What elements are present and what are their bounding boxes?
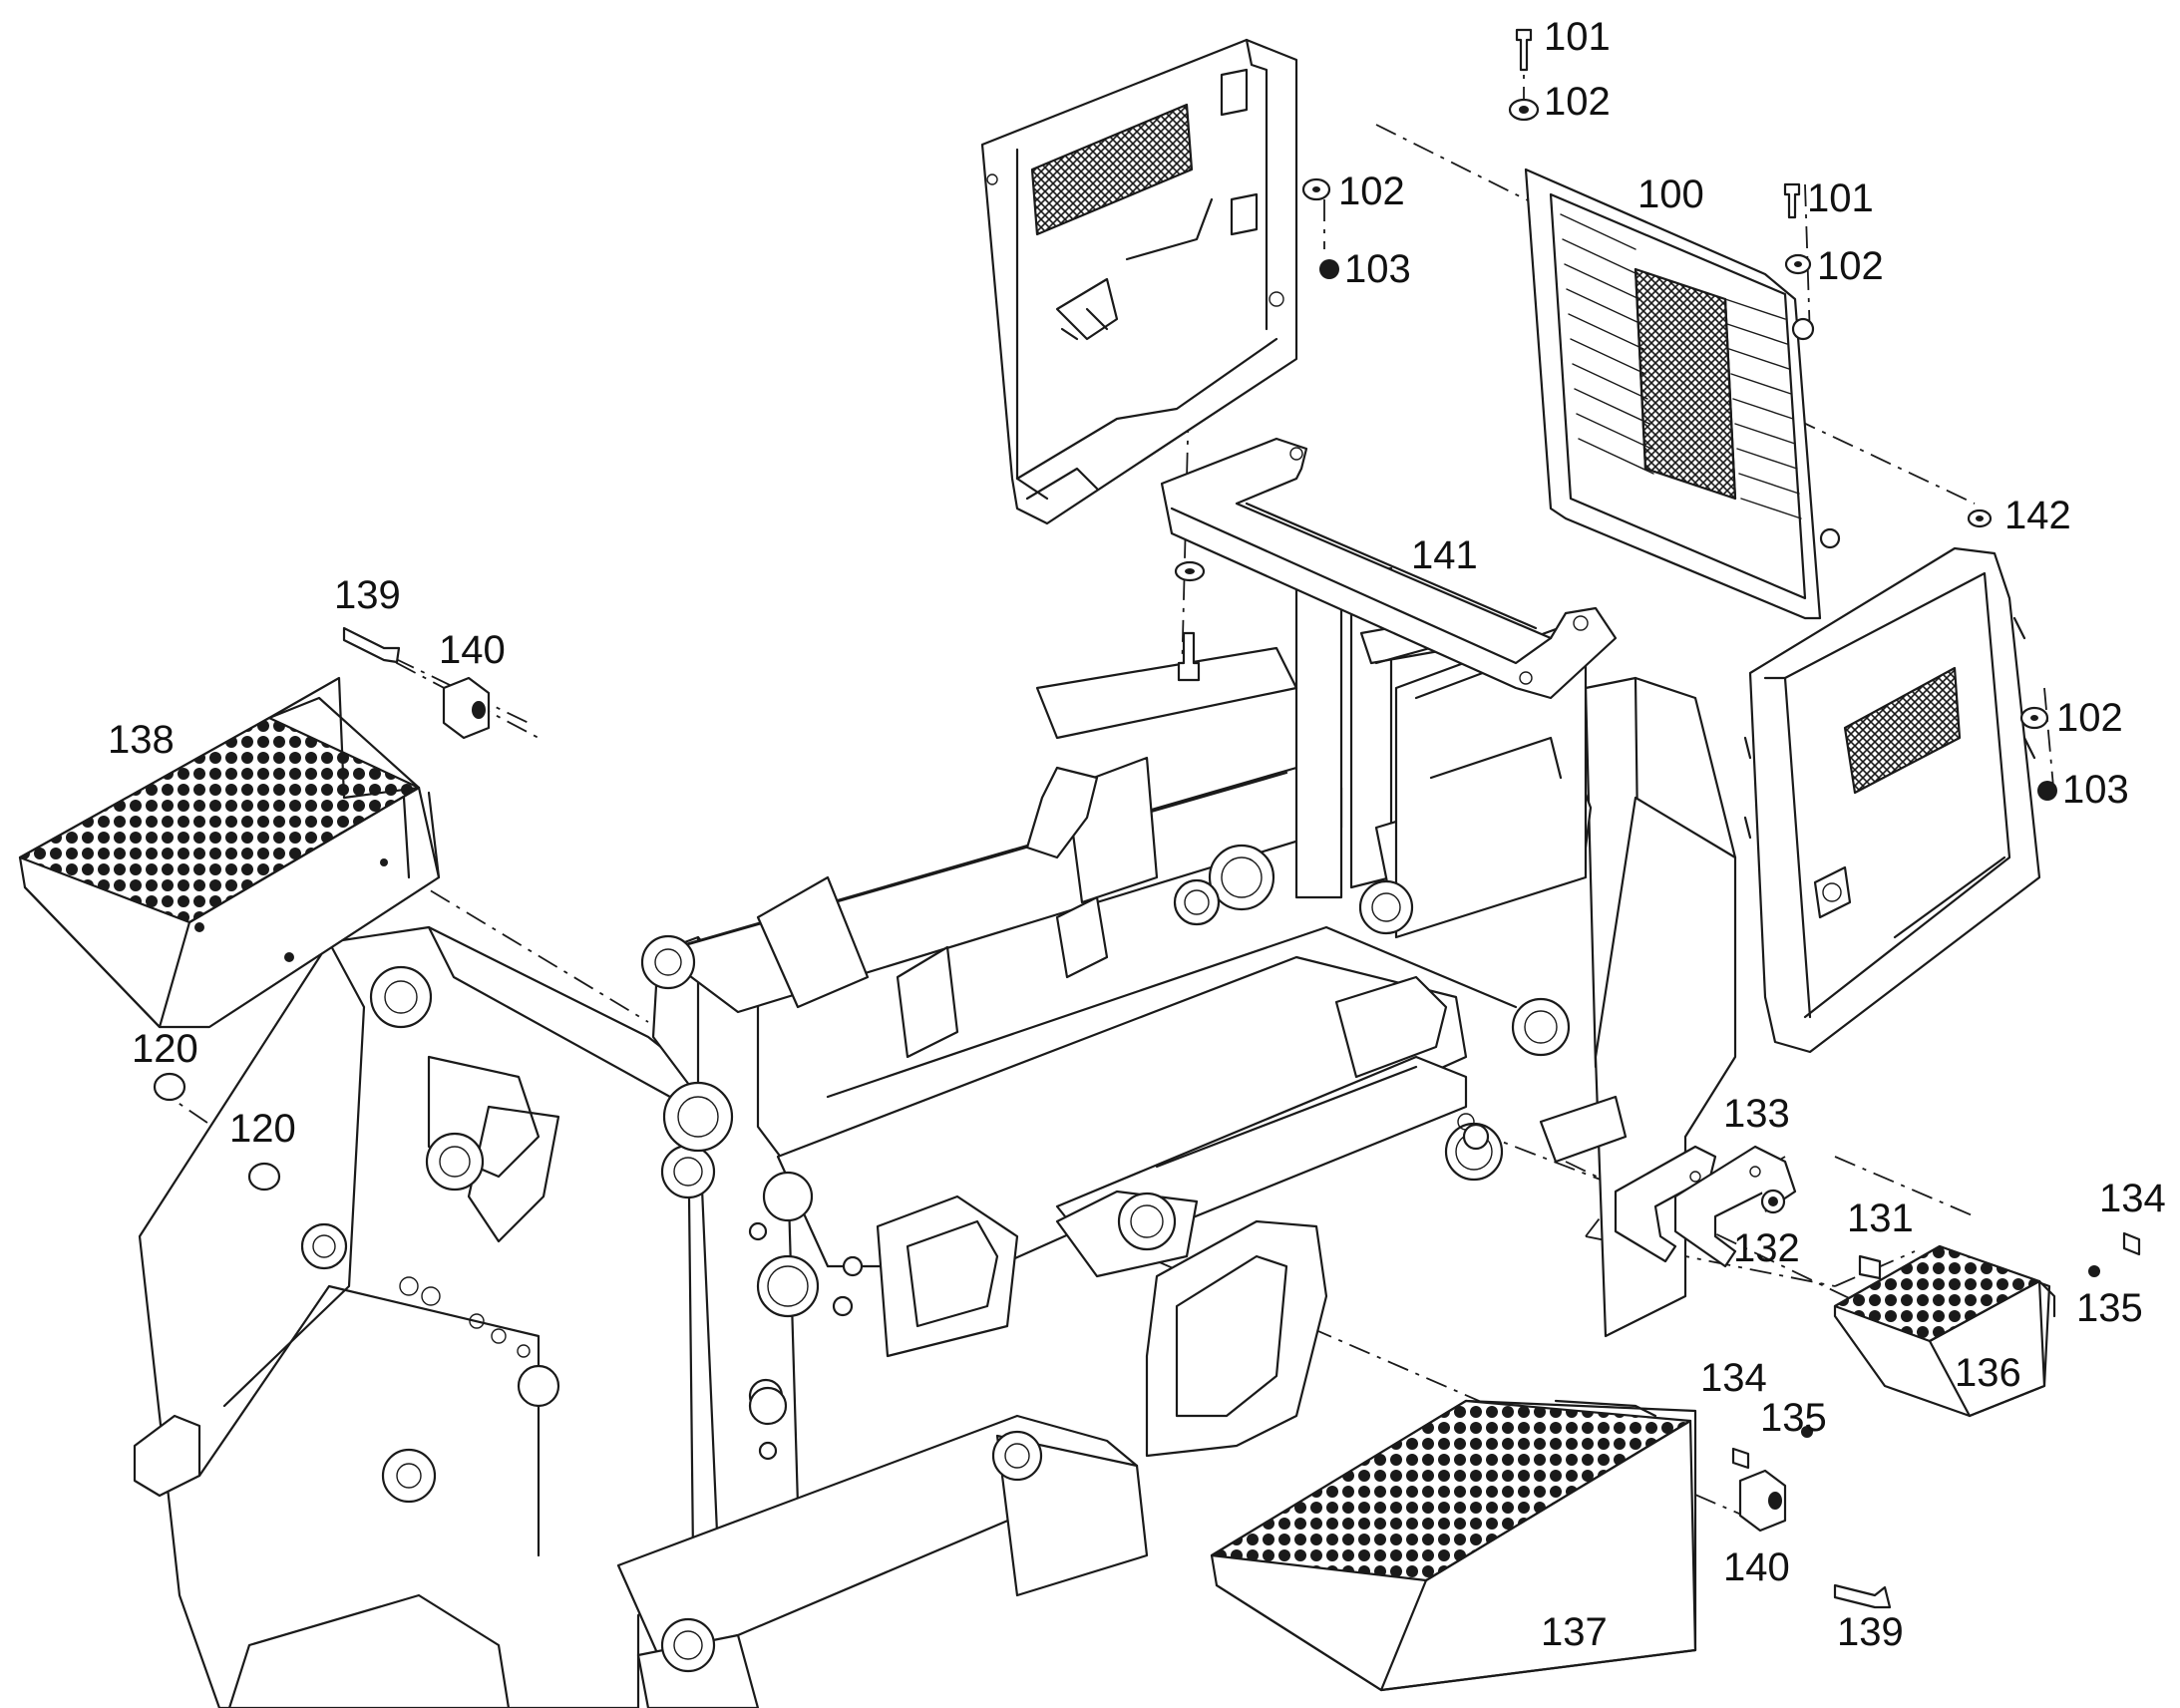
label-135a: 135	[2076, 1286, 2143, 1330]
loader-frame	[133, 556, 1737, 1708]
label-103b: 103	[2062, 768, 2129, 812]
label-136: 136	[1955, 1351, 2021, 1395]
label-140a: 140	[439, 628, 506, 672]
part-labels: 101 102 100 101 102 102 103 142 141 139 …	[108, 15, 2166, 1654]
label-102c: 102	[1338, 170, 1405, 213]
label-140b: 140	[1723, 1545, 1790, 1589]
part-133-brackets	[1539, 1095, 1797, 1268]
label-132: 132	[1733, 1226, 1800, 1270]
label-139a: 139	[334, 573, 401, 617]
label-102b: 102	[1817, 244, 1884, 288]
label-142: 142	[2004, 494, 2071, 537]
label-137: 137	[1541, 1610, 1608, 1654]
part-141-support-bracket	[1160, 437, 1618, 700]
label-135b: 135	[1760, 1396, 1827, 1440]
part-138-step	[18, 676, 441, 1029]
part-136-step	[1833, 1244, 2056, 1418]
label-101a: 101	[1544, 15, 1611, 59]
label-134a: 134	[2099, 1177, 2166, 1220]
label-134b: 134	[1700, 1356, 1767, 1400]
part-100-grille	[1524, 168, 1841, 620]
label-102d: 102	[2056, 696, 2123, 740]
left-side-panel	[980, 38, 1298, 525]
label-102a: 102	[1544, 80, 1611, 124]
label-101b: 101	[1807, 176, 1874, 220]
right-side-panel	[1743, 546, 2041, 1054]
label-139b: 139	[1837, 1610, 1904, 1654]
label-103a: 103	[1344, 247, 1411, 291]
part-137-step	[1210, 1399, 1697, 1692]
hardware	[153, 28, 2141, 1609]
label-120b: 120	[229, 1107, 296, 1151]
label-100: 100	[1637, 172, 1704, 216]
label-138: 138	[108, 718, 175, 762]
label-141: 141	[1411, 533, 1478, 577]
label-133: 133	[1723, 1092, 1790, 1136]
label-120a: 120	[132, 1027, 198, 1071]
label-131: 131	[1847, 1196, 1914, 1240]
